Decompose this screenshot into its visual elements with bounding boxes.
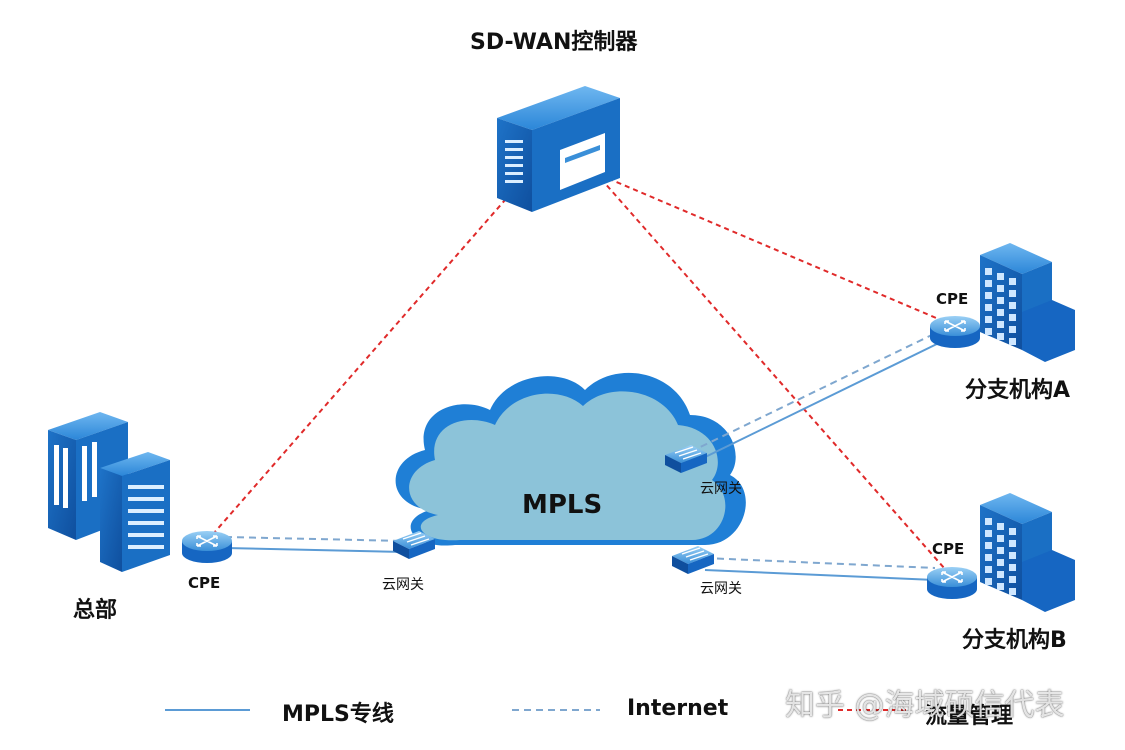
watermark: 知乎 @海域硕信代表 (785, 688, 1065, 723)
gateway-upper-right-switch-icon (665, 445, 707, 473)
hq-datacenter-icon (48, 412, 170, 572)
legend-mpls-label: MPLS专线 (282, 702, 394, 727)
branch-a-label: 分支机构A (965, 378, 1071, 403)
controller-title: SD-WAN控制器 (470, 30, 638, 55)
mpls-cloud (395, 372, 746, 546)
cloud-gateways (393, 445, 714, 574)
cpe-label-branch-b: CPE (932, 540, 965, 558)
mpls-line-branch-a (694, 339, 946, 463)
branch-b-building-icon (980, 493, 1075, 612)
branch-a-building-icon (980, 243, 1075, 362)
connection-lines (206, 171, 956, 581)
gateway-label-lower-right: 云网关 (700, 581, 742, 597)
hq-label: 总部 (73, 598, 118, 623)
legend-traffic-label: 流量管理 (925, 704, 1014, 729)
mpls-line-hq (224, 547, 406, 553)
internet-line-branch-b (704, 557, 936, 569)
traffic-line-controller-branch-a (599, 174, 956, 327)
mpls-line-branch-b (704, 569, 936, 581)
cpe-label-hq: CPE (188, 574, 221, 592)
controller-server-icon (497, 86, 620, 212)
legend-internet-label: Internet (627, 696, 729, 721)
cpe-hq-router-icon (182, 531, 232, 563)
cpe-routers (182, 316, 980, 599)
branch-b-label: 分支机构B (962, 628, 1067, 653)
gateway-lower-right-switch-icon (672, 546, 714, 574)
cloud-label: MPLS (522, 490, 603, 520)
cpe-branch-b-router-icon (927, 567, 977, 599)
cpe-label-branch-a: CPE (936, 290, 969, 308)
cpe-branch-a-router-icon (930, 316, 980, 348)
gateway-left-switch-icon (393, 531, 435, 559)
gateway-label-upper-right: 云网关 (700, 481, 742, 497)
internet-line-hq (224, 536, 406, 542)
gateway-label-left: 云网关 (382, 577, 424, 593)
internet-line-branch-a (689, 330, 941, 453)
